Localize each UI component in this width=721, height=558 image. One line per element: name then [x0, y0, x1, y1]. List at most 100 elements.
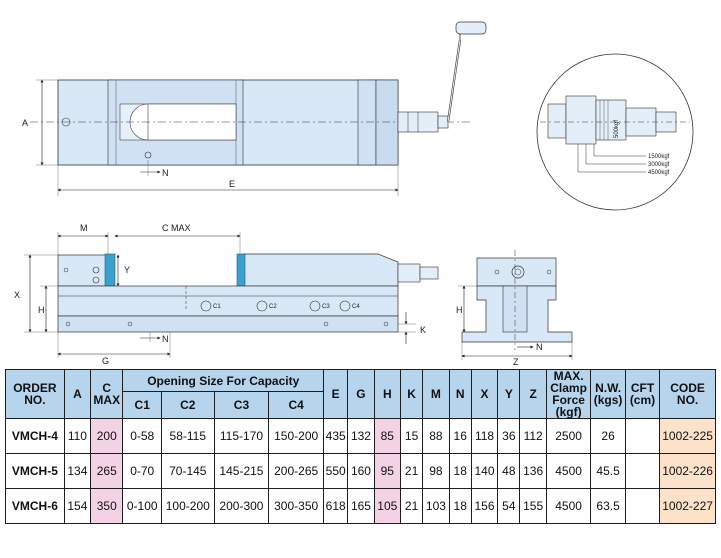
cell-e: 435	[323, 418, 349, 454]
cell-code: 1002-226	[659, 453, 716, 489]
cell-c4: 200-265	[268, 453, 325, 489]
dim-x: X	[14, 290, 20, 300]
cell-k: 15	[399, 418, 424, 454]
table-row: VMCH-4 110 200 0-58 58-115 115-170 150-2…	[5, 418, 716, 454]
cell-c2: 58-115	[160, 418, 215, 454]
dim-n-top: N	[162, 168, 169, 178]
force-detail-callout: 500kgf 1500kgf 3000kgf 4500kgf	[536, 53, 694, 211]
header-nw: N.W. (kgs)	[590, 369, 626, 419]
cell-e: 618	[323, 488, 349, 524]
header-z: Z	[519, 369, 547, 419]
header-m: M	[422, 369, 450, 419]
cell-a: 154	[63, 488, 92, 524]
header-c1: C1	[122, 391, 162, 419]
cell-code: 1002-227	[659, 488, 716, 524]
cell-c1: 0-58	[122, 418, 162, 454]
cell-g: 132	[347, 418, 375, 454]
cell-y: 48	[497, 453, 521, 489]
force-4500: 4500kgf	[648, 170, 670, 176]
dim-h-side: H	[38, 305, 45, 315]
cell-nw: 63.5	[590, 488, 626, 524]
cell-a: 110	[63, 418, 92, 454]
header-clamp-force: MAX. Clamp Force (kgf)	[545, 369, 592, 419]
cell-g: 165	[347, 488, 375, 524]
cell-cft	[624, 488, 661, 524]
cell-h: 105	[373, 488, 401, 524]
cell-nw: 26	[590, 418, 626, 454]
cell-code: 1002-225	[659, 418, 716, 454]
cell-c4: 300-350	[268, 488, 325, 524]
cell-model: VMCH-6	[5, 488, 65, 524]
header-c2: C2	[160, 391, 215, 419]
header-h: H	[373, 369, 401, 419]
cell-model: VMCH-5	[5, 453, 65, 489]
cell-z: 155	[519, 488, 547, 524]
end-view: H N Z	[456, 250, 573, 365]
header-a: A	[63, 369, 92, 419]
hole-label-c1: C1	[213, 304, 221, 310]
cell-n: 18	[448, 488, 472, 524]
cell-c2: 100-200	[160, 488, 215, 524]
cell-y: 36	[497, 418, 521, 454]
header-e: E	[323, 369, 349, 419]
cell-k: 21	[399, 453, 424, 489]
header-y: Y	[497, 369, 521, 419]
header-x: X	[470, 369, 499, 419]
cell-a: 134	[63, 453, 92, 489]
cell-m: 88	[422, 418, 450, 454]
table-row: VMCH-6 154 350 0-100 100-200 200-300 300…	[5, 488, 716, 524]
dim-n-end: N	[536, 342, 543, 352]
cell-c2: 70-145	[160, 453, 215, 489]
table-row: VMCH-5 134 265 0-70 70-145 145-215 200-2…	[5, 453, 716, 489]
header-n: N	[448, 369, 472, 419]
cell-c3: 145-215	[213, 453, 270, 489]
side-view: C1 C2 C3 C4 M C MAX Y X H G	[14, 223, 439, 365]
cell-c1: 0-70	[122, 453, 162, 489]
header-k: K	[399, 369, 424, 419]
dim-g: G	[102, 356, 109, 365]
cell-cft	[624, 418, 661, 454]
cell-c-max: 265	[90, 453, 124, 489]
header-g: G	[347, 369, 375, 419]
cell-clamp-force: 4500	[545, 453, 592, 489]
cell-g: 160	[347, 453, 375, 489]
dim-k: K	[420, 325, 426, 335]
cell-clamp-force: 2500	[545, 418, 592, 454]
cell-nw: 45.5	[590, 453, 626, 489]
cell-c4: 150-200	[268, 418, 325, 454]
header-c3: C3	[213, 391, 270, 419]
cell-c3: 200-300	[213, 488, 270, 524]
header-c-max: C MAX	[90, 369, 124, 419]
dim-n-side: N	[162, 334, 169, 344]
cell-model: VMCH-4	[5, 418, 65, 454]
cell-e: 550	[323, 453, 349, 489]
cell-n: 18	[448, 453, 472, 489]
cell-h: 85	[373, 418, 401, 454]
cell-c3: 115-170	[213, 418, 270, 454]
header-code-no: CODE NO.	[659, 369, 716, 419]
cell-c1: 0-100	[122, 488, 162, 524]
cell-m: 103	[422, 488, 450, 524]
cell-c-max: 200	[90, 418, 124, 454]
cell-cft	[624, 453, 661, 489]
dim-c-max: C MAX	[162, 223, 191, 233]
force-3000: 3000kgf	[648, 162, 670, 168]
cell-n: 16	[448, 418, 472, 454]
cell-m: 98	[422, 453, 450, 489]
top-view: A N E	[22, 21, 487, 196]
cell-x: 118	[470, 418, 499, 454]
scale-label-500kgf: 500kgf	[614, 120, 620, 138]
hole-label-c4: C4	[352, 304, 360, 310]
cell-clamp-force: 4500	[545, 488, 592, 524]
hole-label-c3: C3	[322, 304, 330, 310]
dim-a-top: A	[22, 118, 28, 128]
cell-y: 54	[497, 488, 521, 524]
cell-h: 95	[373, 453, 401, 489]
vise-technical-drawing: A N E 500kgf 1500kgf 3000kgf 4500kgf	[14, 21, 694, 365]
header-cft: CFT (cm)	[624, 369, 661, 419]
dim-m: M	[80, 223, 88, 233]
dim-h-end: H	[456, 305, 463, 315]
hole-label-c2: C2	[269, 304, 277, 310]
cell-x: 156	[470, 488, 499, 524]
cell-x: 140	[470, 453, 499, 489]
